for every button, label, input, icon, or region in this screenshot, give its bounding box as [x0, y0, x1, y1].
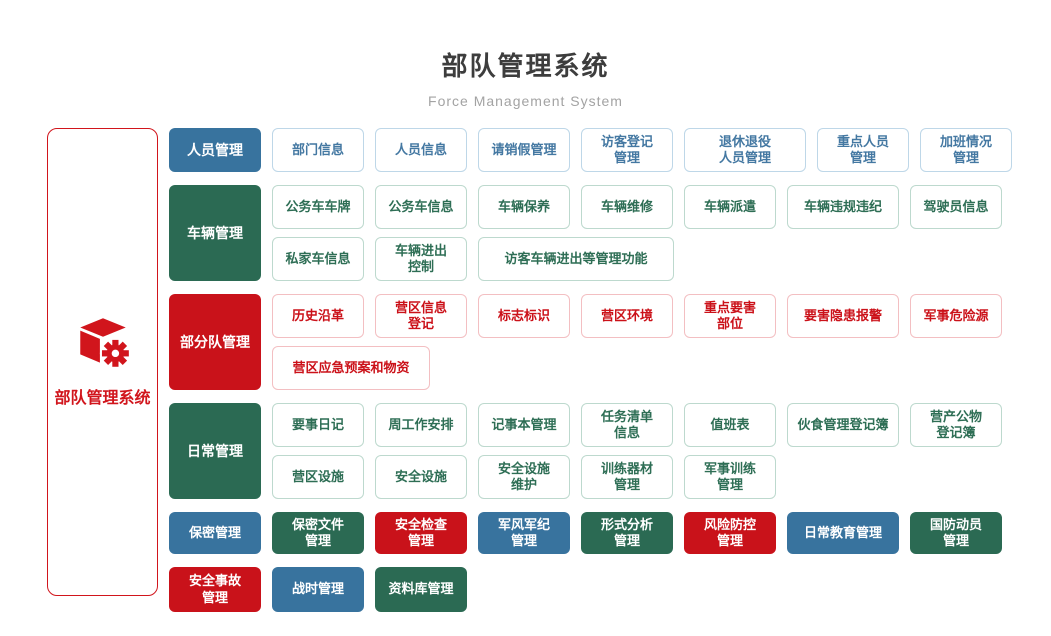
- module-box: 要害隐患报警: [787, 294, 899, 338]
- module-box: 标志标识: [478, 294, 570, 338]
- sidebar-system-label: 部队管理系统: [54, 390, 151, 407]
- section-rows: 要事日记周工作安排记事本管理任务清单 信息值班表伙食管理登记簿营产公物 登记簿营…: [272, 403, 1002, 499]
- module-row: 部门信息人员信息请销假管理访客登记 管理退休退役 人员管理重点人员 管理加班情况…: [272, 128, 1012, 172]
- section-rows: 历史沿革营区信息 登记标志标识营区环境重点要害 部位要害隐患报警军事危险源营区应…: [272, 294, 1002, 390]
- section-人员管理: 人员管理部门信息人员信息请销假管理访客登记 管理退休退役 人员管理重点人员 管理…: [169, 128, 1029, 172]
- module-row: 私家车信息车辆进出 控制访客车辆进出等管理功能: [272, 237, 1002, 281]
- module-box: 营产公物 登记簿: [910, 403, 1002, 447]
- module-box: 安全检查 管理: [375, 512, 467, 554]
- module-box: 访客车辆进出等管理功能: [478, 237, 674, 281]
- module-row: 保密管理保密文件 管理安全检查 管理军风军纪 管理形式分析 管理风险防控 管理日…: [169, 512, 1029, 554]
- module-box: 重点人员 管理: [817, 128, 909, 172]
- page-header: 部队管理系统 Force Management System: [0, 0, 1051, 109]
- module-box: 营区设施: [272, 455, 364, 499]
- cube-gear-icon: [79, 318, 131, 369]
- module-box: 风险防控 管理: [684, 512, 776, 554]
- module-row: 营区设施安全设施安全设施 维护训练器材 管理军事训练 管理: [272, 455, 1002, 499]
- module-box: 营区信息 登记: [375, 294, 467, 338]
- module-box: 车辆进出 控制: [375, 237, 467, 281]
- module-box: 军风军纪 管理: [478, 512, 570, 554]
- module-box: 驾驶员信息: [910, 185, 1002, 229]
- section-rows: 公务车车牌公务车信息车辆保养车辆维修车辆派遣车辆违规违纪驾驶员信息私家车信息车辆…: [272, 185, 1002, 281]
- diagram-body: 人员管理部门信息人员信息请销假管理访客登记 管理退休退役 人员管理重点人员 管理…: [169, 128, 1029, 612]
- module-box: 记事本管理: [478, 403, 570, 447]
- category-box: 部分队管理: [169, 294, 261, 390]
- module-box: 安全设施: [375, 455, 467, 499]
- module-row: 营区应急预案和物资: [272, 346, 1002, 390]
- module-box: 资料库管理: [375, 567, 467, 612]
- module-row: 安全事故 管理战时管理资料库管理: [169, 567, 1029, 612]
- module-box: 战时管理: [272, 567, 364, 612]
- module-box: 公务车信息: [375, 185, 467, 229]
- section-车辆管理: 车辆管理公务车车牌公务车信息车辆保养车辆维修车辆派遣车辆违规违纪驾驶员信息私家车…: [169, 185, 1029, 281]
- module-box: 保密文件 管理: [272, 512, 364, 554]
- section-部分队管理: 部分队管理历史沿革营区信息 登记标志标识营区环境重点要害 部位要害隐患报警军事危…: [169, 294, 1029, 390]
- section-日常管理: 日常管理要事日记周工作安排记事本管理任务清单 信息值班表伙食管理登记簿营产公物 …: [169, 403, 1029, 499]
- category-box: 车辆管理: [169, 185, 261, 281]
- module-box: 营区环境: [581, 294, 673, 338]
- module-row: 要事日记周工作安排记事本管理任务清单 信息值班表伙食管理登记簿营产公物 登记簿: [272, 403, 1002, 447]
- module-box: 部门信息: [272, 128, 364, 172]
- module-box: 安全设施 维护: [478, 455, 570, 499]
- module-box: 日常教育管理: [787, 512, 899, 554]
- module-box: 历史沿革: [272, 294, 364, 338]
- system-sidebar: 部队管理系统: [47, 128, 158, 596]
- module-box: 形式分析 管理: [581, 512, 673, 554]
- module-box: 车辆维修: [581, 185, 673, 229]
- module-box: 训练器材 管理: [581, 455, 673, 499]
- module-box: 军事危险源: [910, 294, 1002, 338]
- module-box: 保密管理: [169, 512, 261, 554]
- module-box: 伙食管理登记簿: [787, 403, 899, 447]
- module-row: 公务车车牌公务车信息车辆保养车辆维修车辆派遣车辆违规违纪驾驶员信息: [272, 185, 1002, 229]
- module-box: 安全事故 管理: [169, 567, 261, 612]
- module-box: 加班情况 管理: [920, 128, 1012, 172]
- module-box: 车辆保养: [478, 185, 570, 229]
- module-box: 人员信息: [375, 128, 467, 172]
- module-box: 要事日记: [272, 403, 364, 447]
- module-box: 值班表: [684, 403, 776, 447]
- module-box: 营区应急预案和物资: [272, 346, 430, 390]
- module-box: 车辆派遣: [684, 185, 776, 229]
- module-row: 历史沿革营区信息 登记标志标识营区环境重点要害 部位要害隐患报警军事危险源: [272, 294, 1002, 338]
- category-box: 日常管理: [169, 403, 261, 499]
- page-title: 部队管理系统: [441, 51, 610, 81]
- section-rows: 部门信息人员信息请销假管理访客登记 管理退休退役 人员管理重点人员 管理加班情况…: [272, 128, 1012, 172]
- module-box: 重点要害 部位: [684, 294, 776, 338]
- category-box: 人员管理: [169, 128, 261, 172]
- module-box: 访客登记 管理: [581, 128, 673, 172]
- module-box: 周工作安排: [375, 403, 467, 447]
- module-box: 私家车信息: [272, 237, 364, 281]
- module-box: 公务车车牌: [272, 185, 364, 229]
- page-subtitle: Force Management System: [428, 93, 623, 109]
- module-box: 请销假管理: [478, 128, 570, 172]
- module-box: 任务清单 信息: [581, 403, 673, 447]
- module-box: 国防动员 管理: [910, 512, 1002, 554]
- module-box: 车辆违规违纪: [787, 185, 899, 229]
- module-box: 军事训练 管理: [684, 455, 776, 499]
- module-box: 退休退役 人员管理: [684, 128, 806, 172]
